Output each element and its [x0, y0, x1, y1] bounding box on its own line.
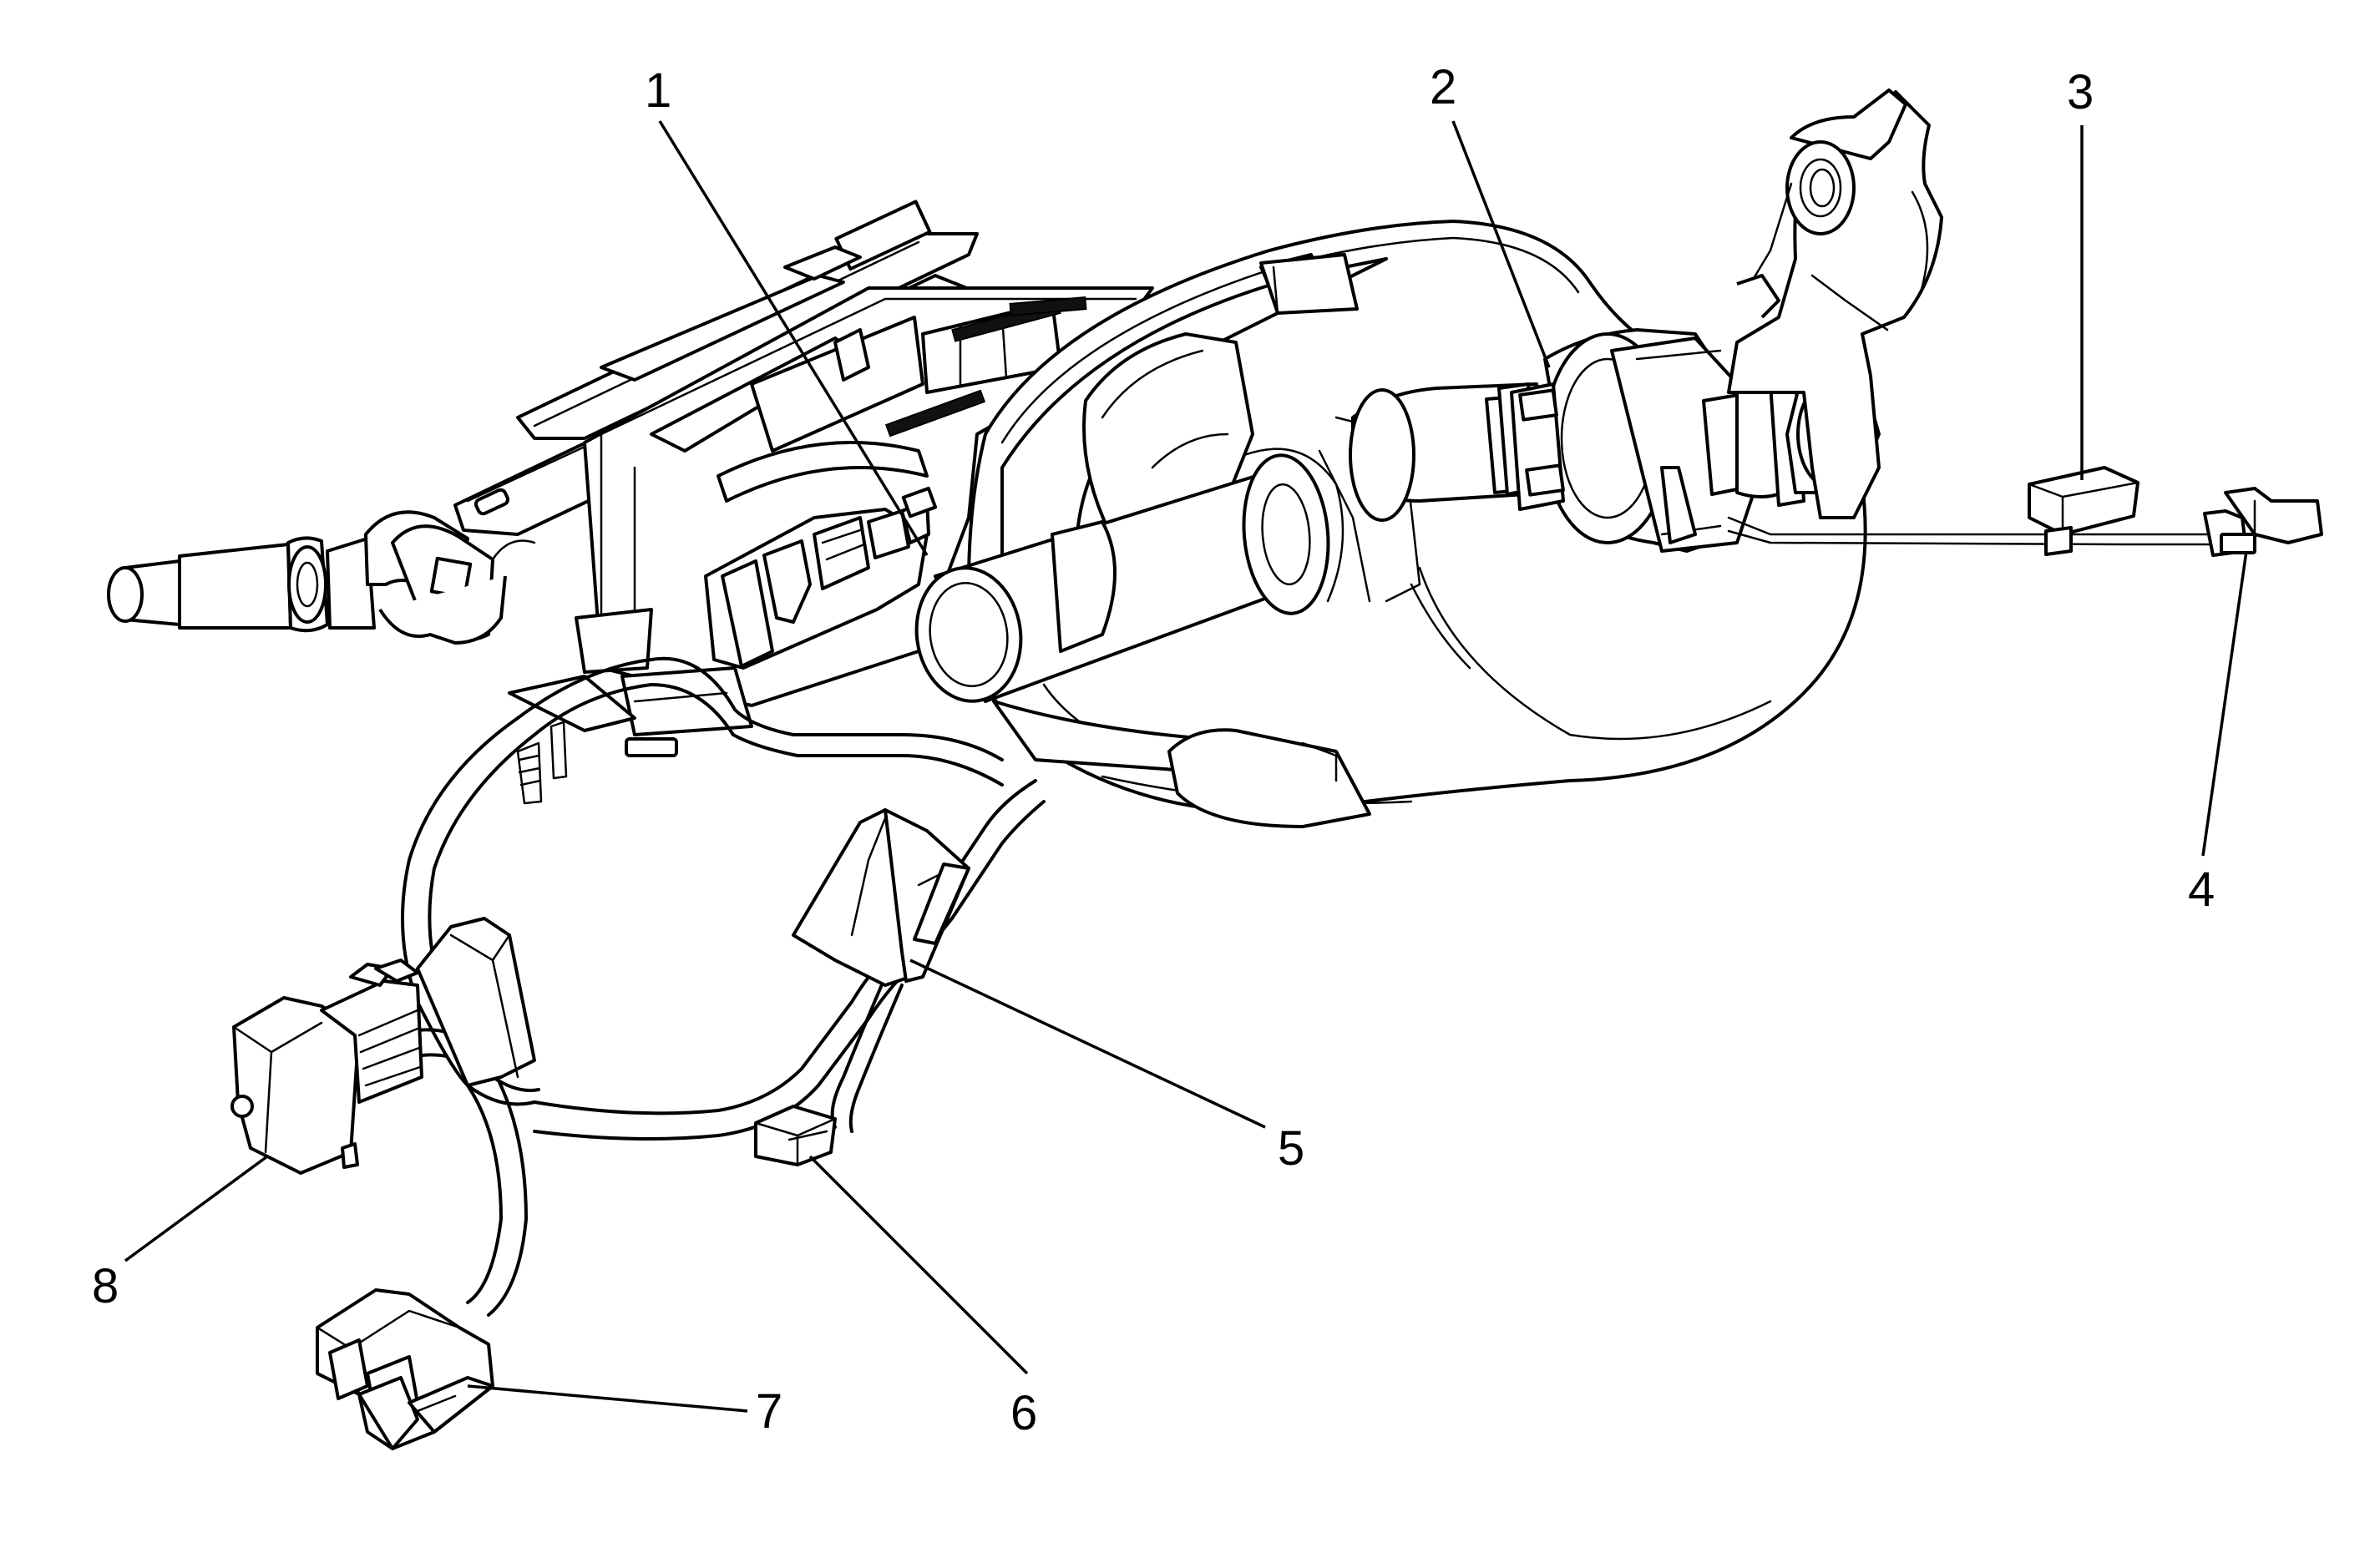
- leader-4: [2201, 550, 2248, 857]
- harness-clip: [792, 808, 970, 987]
- callout-4: 4: [2188, 862, 2215, 917]
- leader-8: [124, 1155, 269, 1262]
- column-lock-module: [704, 486, 938, 670]
- steering-shaft-tube: [914, 448, 1344, 703]
- callout-1: 1: [645, 63, 671, 118]
- leader-6: [808, 1155, 1029, 1375]
- callout-8: 8: [92, 1259, 119, 1313]
- ground-wire: [1727, 466, 2323, 557]
- tilt-bracket: [1727, 89, 1943, 519]
- bearing-retainer: [1510, 328, 1764, 553]
- intermediate-shaft: [107, 536, 376, 633]
- leader-7: [467, 1384, 748, 1413]
- leader-2: [1451, 120, 1551, 368]
- callout-5: 5: [1278, 1121, 1304, 1176]
- callout-6: 6: [1010, 1386, 1037, 1440]
- leader-1: [658, 120, 929, 556]
- callout-7: 7: [756, 1384, 782, 1439]
- connector-7: [316, 1288, 494, 1450]
- callout-2: 2: [1430, 60, 1456, 114]
- universal-joint: [364, 510, 536, 645]
- connector-8: [230, 917, 536, 1175]
- leader-lines: [124, 120, 2248, 1413]
- leader-5: [909, 959, 1266, 1129]
- callout-3: 3: [2067, 65, 2094, 119]
- callout-labels: 1 2 3 4 5 6 7 8: [92, 60, 2215, 1440]
- connector-6: [754, 1105, 837, 1166]
